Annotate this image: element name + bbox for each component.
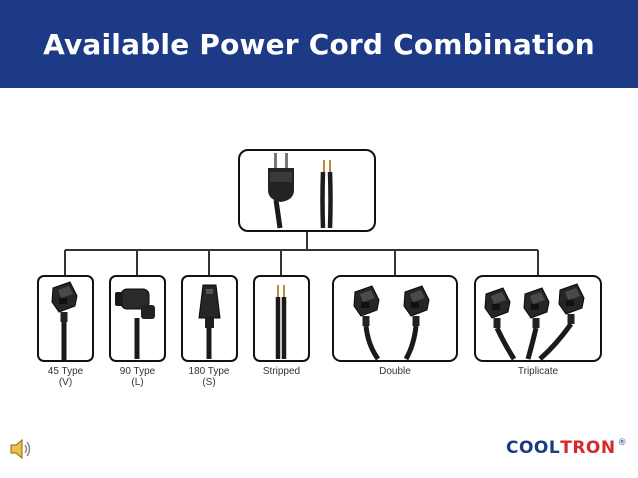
speaker-icon[interactable] — [8, 438, 34, 465]
180-degree-connector-icon — [198, 284, 221, 359]
label-double: Double — [333, 366, 457, 377]
slide-title: Available Power Cord Combination — [43, 27, 595, 61]
label-line2: (V) — [58, 377, 73, 388]
label-line1: 180 Type — [188, 366, 230, 377]
double-connector-icon — [353, 285, 430, 361]
label-line1: Double — [379, 366, 411, 377]
label-line2: (L) — [131, 377, 144, 388]
label-line1: 90 Type — [119, 366, 156, 377]
stripped-wire-icon — [320, 160, 333, 229]
90-degree-connector-icon — [115, 288, 155, 359]
label-line1: Stripped — [262, 366, 301, 377]
label-90-type: 90 Type (L) — [110, 366, 165, 388]
logo-tron: TRON — [560, 438, 616, 458]
label-line1: Triplicate — [517, 366, 559, 377]
option-box-45-type — [37, 275, 94, 362]
option-box-triplicate — [474, 275, 602, 362]
option-box-180-type — [181, 275, 238, 362]
title-banner: Available Power Cord Combination — [0, 0, 638, 88]
triple-connector-icon — [484, 283, 585, 361]
label-45-type: 45 Type (V) — [38, 366, 93, 388]
label-line2: (S) — [202, 377, 216, 388]
option-box-90-type — [109, 275, 166, 362]
option-box-stripped — [253, 275, 310, 362]
tree-connectors — [64, 231, 539, 276]
logo-cool: COOL — [506, 438, 561, 458]
root-node — [238, 149, 376, 232]
label-line1: 45 Type — [47, 366, 84, 377]
registered-mark: ® — [617, 438, 628, 448]
cooltron-logo: COOL TRON ® — [506, 438, 627, 458]
label-triplicate: Triplicate — [475, 366, 601, 377]
plug-icon — [268, 153, 294, 229]
45-degree-connector-icon — [51, 281, 78, 360]
option-box-double — [332, 275, 458, 362]
label-180-type: 180 Type (S) — [178, 366, 240, 388]
stripped-wire-icon — [275, 285, 287, 359]
label-stripped: Stripped — [250, 366, 313, 377]
